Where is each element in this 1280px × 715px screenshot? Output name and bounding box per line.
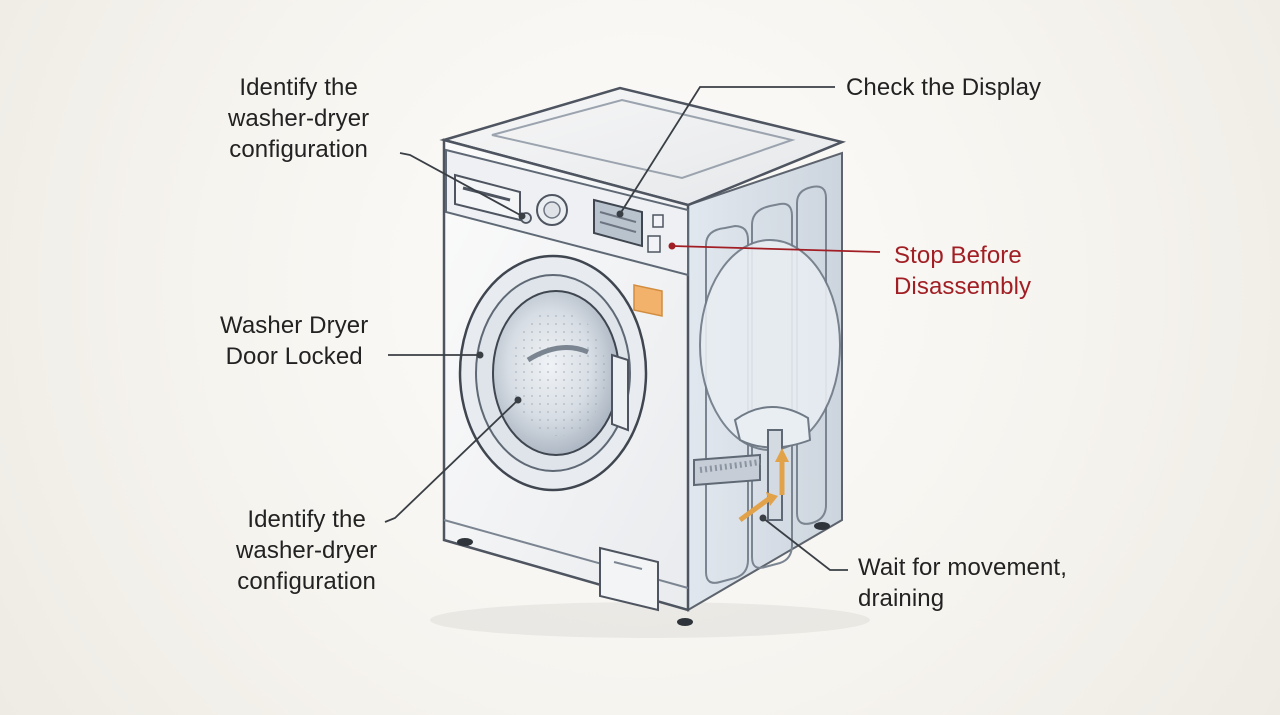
label-identify-config-top: Identify the washer-dryer configuration: [228, 72, 369, 165]
foot-front-left: [457, 538, 473, 546]
leader-wait: [762, 517, 848, 571]
filter-cover: [599, 546, 659, 612]
top-inset: [491, 98, 796, 180]
leader-dot-config-top: [518, 212, 526, 220]
label-stop-before-disassembly: Stop Before Disassembly: [894, 240, 1031, 302]
label-identify-config-bottom-line-2: washer-dryer: [236, 537, 378, 564]
flow-arrowhead-1: [766, 492, 778, 506]
internal-sump: [733, 406, 812, 449]
leader-dot-door-locked: [476, 351, 484, 359]
label-identify-config-top-line-3: configuration: [229, 136, 368, 163]
drain-hose: [699, 459, 761, 473]
side-inner-panel-3: [796, 185, 827, 525]
label-door-locked-line-2: Door Locked: [225, 343, 363, 370]
leader-check-display: [619, 86, 835, 215]
leader-stop: [671, 245, 881, 253]
warning-sticker: [633, 284, 663, 317]
control-button-2: [647, 235, 661, 253]
label-identify-config-bottom: Identify the washer-dryer configuration: [236, 504, 377, 597]
leader-dot-wait: [759, 514, 767, 522]
leader-config-top: [399, 152, 523, 217]
label-door-locked: Washer Dryer Door Locked: [220, 310, 368, 372]
control-button-1: [652, 214, 664, 228]
drawer-handle: [462, 186, 511, 202]
label-wait-line-2: draining: [858, 585, 945, 612]
flow-arrowhead-2: [775, 448, 789, 462]
leader-dot-config-bottom: [514, 396, 522, 404]
side-inner-panel-2: [751, 202, 793, 569]
leader-dot-stop: [668, 242, 676, 250]
foot-back-right: [814, 522, 830, 530]
door-handle: [611, 353, 629, 432]
leader-config-bottom: [384, 399, 519, 523]
display-screen: [593, 198, 643, 248]
label-door-locked-line-1: Washer Dryer: [220, 312, 369, 339]
label-stop-line-2: Disassembly: [894, 273, 1032, 300]
foot-front-right: [677, 618, 693, 626]
flow-arrow-1: [738, 495, 772, 523]
drum-perforation: [510, 310, 606, 436]
label-wait-line-1: Wait for movement,: [858, 554, 1067, 581]
label-check-display: Check the Display: [846, 74, 1042, 101]
label-stop-line-1: Stop Before: [894, 242, 1022, 269]
leader-dot-check-display: [616, 210, 624, 218]
label-wait-for-movement: Wait for movement, draining: [858, 552, 1067, 614]
side-inner-panel-1: [705, 224, 749, 584]
floor-shadow: [430, 602, 870, 638]
drain-pipe: [693, 453, 761, 487]
drum-paddle: [526, 345, 589, 363]
label-identify-config-top-line-2: washer-dryer: [228, 105, 370, 132]
label-identify-config-top-line-1: Identify the: [239, 74, 358, 101]
label-identify-config-bottom-line-3: configuration: [237, 568, 376, 595]
label-identify-config-bottom-line-1: Identify the: [247, 506, 366, 533]
